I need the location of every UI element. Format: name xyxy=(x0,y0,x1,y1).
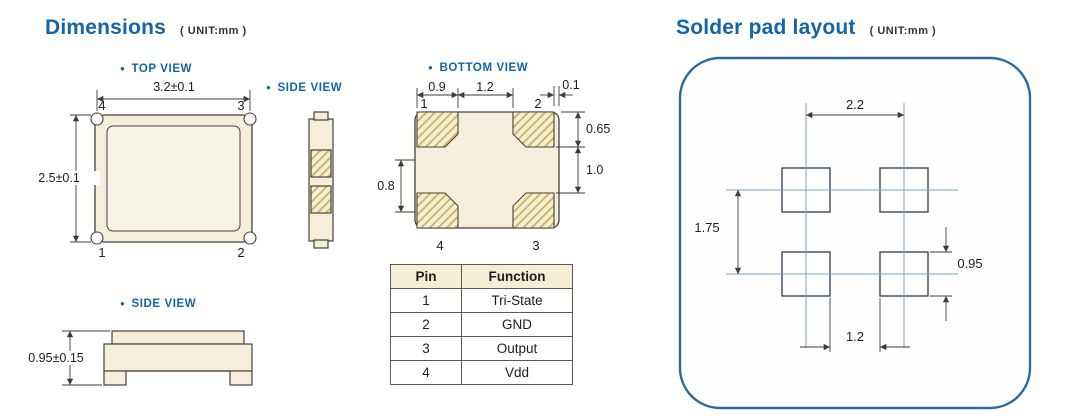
solder-pad-drawing xyxy=(678,56,1032,410)
top-view-pin-4: 4 xyxy=(98,98,106,113)
solder-title-row: Solder pad layout ( UNIT:mm ) xyxy=(676,16,936,40)
dim-solder-horizontal: 2.2 xyxy=(845,97,865,112)
function-cell: Tri-State xyxy=(461,288,573,313)
dim-top-view-height: 2.5±0.1 xyxy=(18,171,100,185)
bottom-view-left-dim xyxy=(395,159,415,213)
bottom-view-pin-2: 2 xyxy=(534,96,542,111)
solder-title: Solder pad layout xyxy=(676,16,856,39)
bottom-pads xyxy=(416,111,555,229)
side-view-lower-label: ● SIDE VIEW xyxy=(120,298,197,310)
dim-top-view-width: 3.2±0.1 xyxy=(153,80,195,94)
pin-cell: 3 xyxy=(390,336,462,361)
pin-cell: 2 xyxy=(390,312,462,337)
bottom-view-pin-1: 1 xyxy=(420,96,428,111)
dim-bottom-edge-offset: 0.1 xyxy=(562,78,580,92)
bottom-view-label: ● BOTTOM VIEW xyxy=(428,62,529,74)
solder-dims xyxy=(734,111,952,352)
top-view-label: ● TOP VIEW xyxy=(120,63,193,75)
dim-bottom-left: 0.8 xyxy=(377,179,395,193)
side-view-upper-label: ● SIDE VIEW xyxy=(266,82,343,94)
dimensions-title: Dimensions xyxy=(45,16,167,39)
pin-header: Pin xyxy=(390,264,462,289)
dim-bottom-pad-height: 0.65 xyxy=(586,122,611,136)
dim-bottom-pad-gap: 1.2 xyxy=(476,80,494,94)
bottom-view-pin-3: 3 xyxy=(532,238,540,253)
pin-cell: 1 xyxy=(390,288,462,313)
solder-unit: ( UNIT:mm ) xyxy=(869,25,937,37)
dim-bottom-pad-vgap: 1.0 xyxy=(586,163,604,177)
table-row: 2 GND xyxy=(390,312,573,337)
table-row: 3 Output xyxy=(390,336,573,361)
table-header-row: Pin Function xyxy=(390,264,573,289)
dim-solder-vertical: 1.75 xyxy=(694,220,720,235)
dimensions-unit: ( UNIT:mm ) xyxy=(180,25,247,37)
side-view-lower-drawing xyxy=(62,330,253,386)
bullet-icon: ● xyxy=(428,63,434,72)
pad-centerlines xyxy=(726,103,958,348)
bottom-view-pin-4: 4 xyxy=(436,238,444,253)
pin-function-table: Pin Function 1 Tri-State 2 GND 3 Output … xyxy=(390,264,573,385)
pin-cell: 4 xyxy=(390,360,462,385)
function-cell: Vdd xyxy=(461,360,573,385)
bullet-icon: ● xyxy=(266,83,272,92)
table-row: 1 Tri-State xyxy=(390,288,573,313)
top-view-pin-2: 2 xyxy=(237,245,245,260)
function-cell: GND xyxy=(461,312,573,337)
top-view-pin-3: 3 xyxy=(237,98,245,113)
corner-castellations xyxy=(90,112,257,245)
bullet-icon: ● xyxy=(120,299,126,308)
dim-side-view-height: 0.95±0.15 xyxy=(10,351,102,365)
top-view-width-dim xyxy=(96,90,251,111)
side-view-upper-drawing xyxy=(308,111,334,249)
bottom-view-top-dims xyxy=(416,86,573,108)
dim-solder-pad-height: 0.95 xyxy=(957,256,983,271)
function-header: Function xyxy=(461,264,573,289)
top-view-drawing xyxy=(70,90,257,245)
bullet-icon: ● xyxy=(120,64,126,73)
dim-solder-pad-gap: 1.2 xyxy=(845,329,865,344)
function-cell: Output xyxy=(461,336,573,361)
bottom-view-drawing xyxy=(395,86,585,229)
table-row: 4 Vdd xyxy=(390,360,573,385)
dimensions-title-row: Dimensions ( UNIT:mm ) xyxy=(45,16,247,40)
dim-bottom-pad-width: 0.9 xyxy=(428,80,446,94)
bottom-view-right-dims xyxy=(556,111,585,194)
top-view-pin-1: 1 xyxy=(98,245,106,260)
